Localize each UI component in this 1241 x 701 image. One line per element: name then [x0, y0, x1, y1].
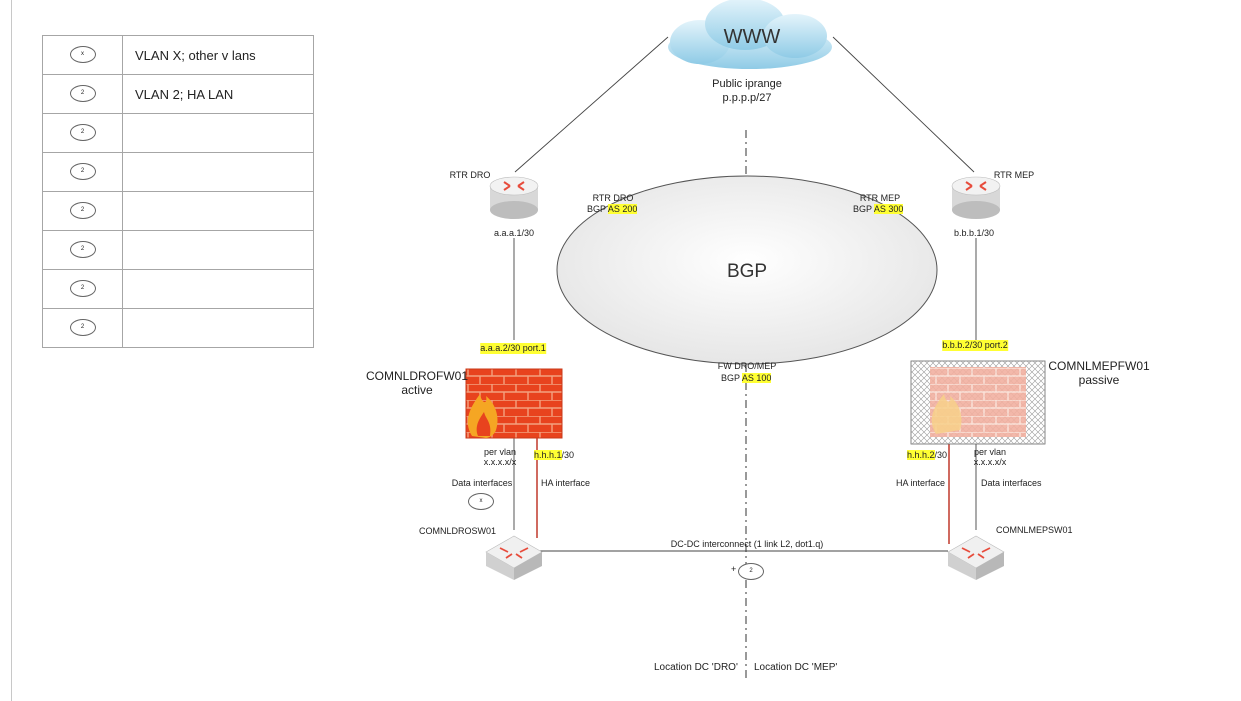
legend-text-cell [122, 308, 314, 348]
fw-mep-vlan-ip: x.x.x.x/x [973, 457, 1007, 467]
interconnect-label: DC-DC interconnect (1 link L2, dot1.q) [670, 539, 824, 549]
legend-symbol-cell: x [42, 35, 123, 75]
ha-ip-mask: /30 [561, 450, 575, 460]
legend-row: 2 [42, 308, 314, 348]
bgp-as-300: AS 300 [873, 204, 904, 214]
fw-dro-state: active [401, 383, 433, 397]
fw-dro-data-interfaces: Data interfaces [451, 478, 513, 488]
bgp-prefix: BGP [587, 204, 606, 214]
legend-row: 2 [42, 230, 314, 270]
interconnect-plus: + [731, 564, 737, 574]
rtr-dro-ip: a.a.a.1/30 [493, 228, 535, 238]
bgp-fw-as-line: BGP AS 100 [721, 373, 772, 384]
fw-dro-vlan-ip: x.x.x.x/x [483, 457, 517, 467]
legend-text-cell [122, 113, 314, 153]
firewall-mep-icon [910, 360, 1046, 445]
location-mep: Location DC 'MEP' [754, 662, 838, 673]
fw-mep-name: COMNLMEPFW01 [1048, 359, 1150, 373]
bgp-as-200: AS 200 [607, 204, 638, 214]
legend-text-cell: VLAN X; other v lans [122, 35, 314, 75]
bgp-ellipse [556, 175, 938, 365]
legend-symbol-cell: 2 [42, 113, 123, 153]
bgp-rtr-mep-name: RTR MEP [859, 193, 901, 203]
bgp-rtr-mep-as-line: BGP AS 300 [853, 204, 904, 215]
switch-mep [947, 535, 1005, 580]
rtr-mep-ip: b.b.b.1/30 [953, 228, 995, 238]
location-dro: Location DC 'DRO' [654, 662, 738, 673]
rtr-dro-name: RTR DRO [449, 170, 491, 180]
legend-row: 2 [42, 152, 314, 192]
fw-mep-ha-ip: h.h.h.2/30 [907, 450, 947, 461]
legend-symbol-cell: 2 [42, 152, 123, 192]
bgp-rtr-dro-name: RTR DRO [592, 193, 634, 203]
ha-ip-highlight: h.h.h.1 [534, 450, 562, 460]
router-mep [951, 176, 1001, 219]
interconnect-vlan-tag: 2 [738, 563, 764, 580]
internet-cloud [668, 0, 832, 69]
vlan-tag-icon: 2 [69, 163, 96, 181]
fw-mep-data-interfaces: Data interfaces [981, 478, 1042, 488]
fw-mep-state: passive [1078, 373, 1120, 387]
fw-mep-uplink: b.b.b.2/30 port.2 [942, 340, 1008, 351]
fw-dro-ha-ip: h.h.h.1/30 [534, 450, 574, 461]
bgp-prefix: BGP [721, 373, 740, 383]
link-www-rtr-mep [832, 36, 975, 173]
bgp-fw-name: FW DRO/MEP [717, 361, 777, 371]
bgp-label: BGP [726, 261, 768, 282]
link-www-rtr-dro [514, 36, 669, 173]
fw-mep-ha-interface: HA interface [896, 478, 946, 488]
sw-dro-name: COMNLDROSW01 [419, 526, 497, 536]
fw-dro-vlan-tag: x [468, 493, 494, 510]
fw-dro-uplink: a.a.a.2/30 port.1 [480, 343, 546, 354]
sw-mep-name: COMNLMEPSW01 [996, 525, 1073, 535]
legend-symbol-cell: 2 [42, 191, 123, 231]
public-iprange-label: Public iprange [712, 78, 782, 90]
vlan-tag-icon: 2 [69, 241, 96, 259]
legend-row: 2 VLAN 2; HA LAN [42, 74, 314, 114]
fw-mep-per-vlan: per vlan [973, 447, 1007, 457]
left-margin-rule [11, 0, 12, 701]
legend-row: 2 [42, 113, 314, 153]
fw-dro-ha-interface: HA interface [541, 478, 591, 488]
vlan-tag-icon: 2 [69, 319, 96, 337]
bgp-rtr-dro-as-line: BGP AS 200 [587, 204, 638, 215]
cloud-label: WWW [723, 26, 781, 48]
fw-dro-name: COMNLDROFW01 [365, 369, 469, 383]
legend-text-cell: VLAN 2; HA LAN [122, 74, 314, 114]
public-iprange-value: p.p.p.p/27 [722, 92, 772, 104]
vlan-tag-icon: 2 [69, 85, 96, 103]
legend-row: x VLAN X; other v lans [42, 35, 314, 75]
legend-symbol-cell: 2 [42, 308, 123, 348]
bgp-as-100: AS 100 [741, 373, 772, 383]
bgp-prefix: BGP [853, 204, 872, 214]
ha-ip-highlight: h.h.h.2 [907, 450, 935, 460]
legend-symbol-cell: 2 [42, 269, 123, 309]
switch-dro [485, 535, 543, 580]
firewall-dro-icon [465, 368, 563, 439]
rtr-mep-name: RTR MEP [993, 170, 1035, 180]
vlan-tag-icon: 2 [69, 124, 96, 142]
vlan-tag-icon: 2 [69, 202, 96, 220]
router-dro [489, 176, 539, 219]
fw-dro-per-vlan: per vlan [483, 447, 517, 457]
vlan-tag-icon: x [69, 46, 96, 64]
ha-ip-mask: /30 [934, 450, 948, 460]
vlan-tag-icon: 2 [69, 280, 96, 298]
